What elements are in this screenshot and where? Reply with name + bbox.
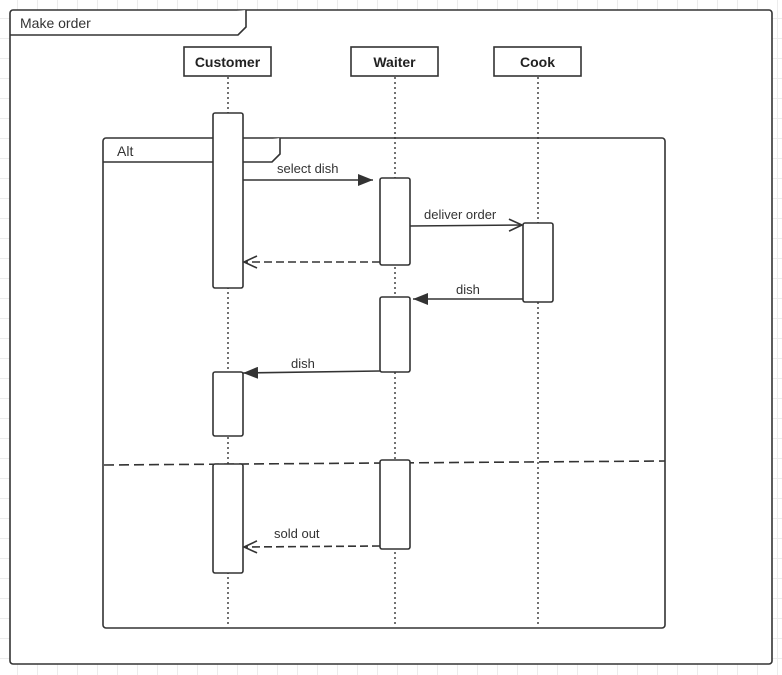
- alt-fragment-label: Alt: [117, 143, 133, 159]
- alt-fragment[interactable]: [102, 137, 666, 629]
- participant-customer[interactable]: Customer: [183, 46, 272, 77]
- activation-waiter-1[interactable]: [379, 177, 411, 266]
- message-deliver-order-arrow[interactable]: [409, 218, 524, 232]
- participant-customer-box: [183, 46, 272, 77]
- outer-frame-tab: [10, 10, 247, 36]
- message-deliver-order-label: deliver order: [424, 207, 497, 222]
- participant-cook[interactable]: Cook: [493, 46, 582, 77]
- participant-waiter[interactable]: Waiter: [350, 46, 439, 77]
- participant-cook-box: [493, 46, 582, 77]
- alt-operand-separator: [103, 460, 666, 466]
- activation-customer-1[interactable]: [212, 112, 244, 289]
- activation-customer-2[interactable]: [212, 371, 244, 437]
- activation-waiter-3[interactable]: [379, 459, 411, 550]
- message-select-dish-label: select dish: [277, 161, 338, 176]
- message-dish-to-customer-arrow[interactable]: [242, 366, 381, 379]
- participant-customer-label: Customer: [195, 54, 261, 70]
- participant-waiter-box: [350, 46, 439, 77]
- activation-cook-1[interactable]: [522, 222, 554, 303]
- activation-waiter-2[interactable]: [379, 296, 411, 373]
- participant-waiter-label: Waiter: [373, 54, 416, 70]
- message-dish-to-customer-label: dish: [291, 356, 315, 371]
- outer-frame-label: Make order: [20, 15, 91, 31]
- message-dish-to-waiter-label: dish: [456, 282, 480, 297]
- activation-customer-3[interactable]: [212, 463, 244, 574]
- participant-cook-label: Cook: [520, 54, 555, 70]
- message-sold-out-label: sold out: [274, 526, 320, 541]
- message-sold-out-arrow[interactable]: [242, 540, 381, 554]
